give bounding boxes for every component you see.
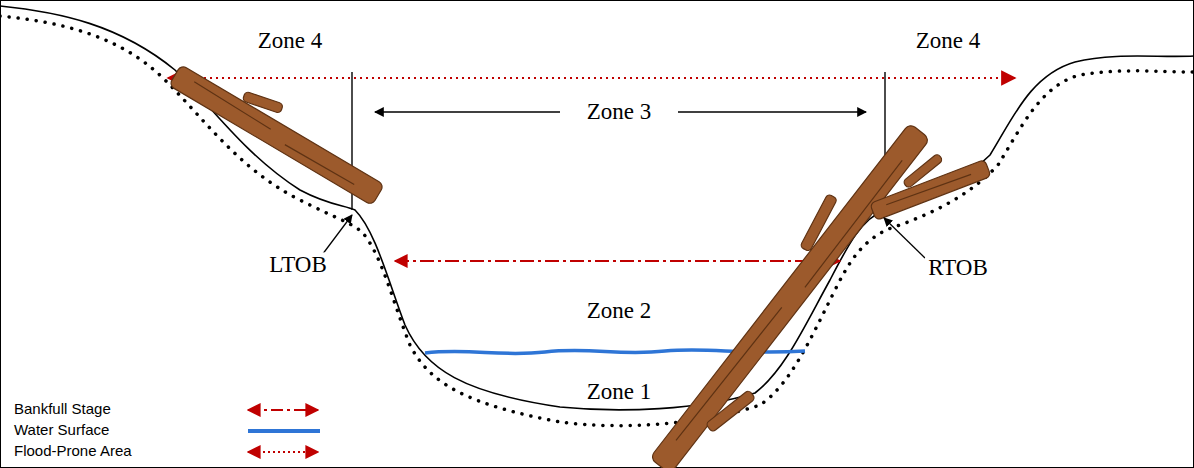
legend-sample	[248, 409, 318, 411]
zone-extent-arrow	[375, 111, 560, 112]
zone-extent-arrow	[678, 111, 866, 112]
bank-callout: RTOB	[925, 255, 991, 280]
legend-sample	[248, 429, 320, 433]
legend-text: Water Surface	[14, 422, 109, 439]
zone-label: Zone 2	[584, 298, 655, 323]
zone-label: Zone 4	[913, 28, 984, 53]
zone-label: Zone 3	[584, 99, 655, 124]
flood-prone-arrow	[168, 77, 1015, 79]
zone-label: Zone 1	[584, 379, 655, 404]
callout-leader	[884, 218, 925, 258]
wood-logs	[169, 49, 991, 468]
legend-text: Flood-Prone Area	[14, 443, 132, 460]
bankfull-arrow	[395, 260, 840, 262]
ground-profile	[0, 6, 1194, 410]
bank-callout: LTOB	[266, 252, 330, 277]
legend-sample	[248, 451, 318, 453]
zone-label: Zone 4	[255, 28, 326, 53]
subsurface-dots	[0, 16, 1194, 426]
legend-text: Bankfull Stage	[14, 401, 111, 418]
callout-leader	[322, 215, 352, 255]
